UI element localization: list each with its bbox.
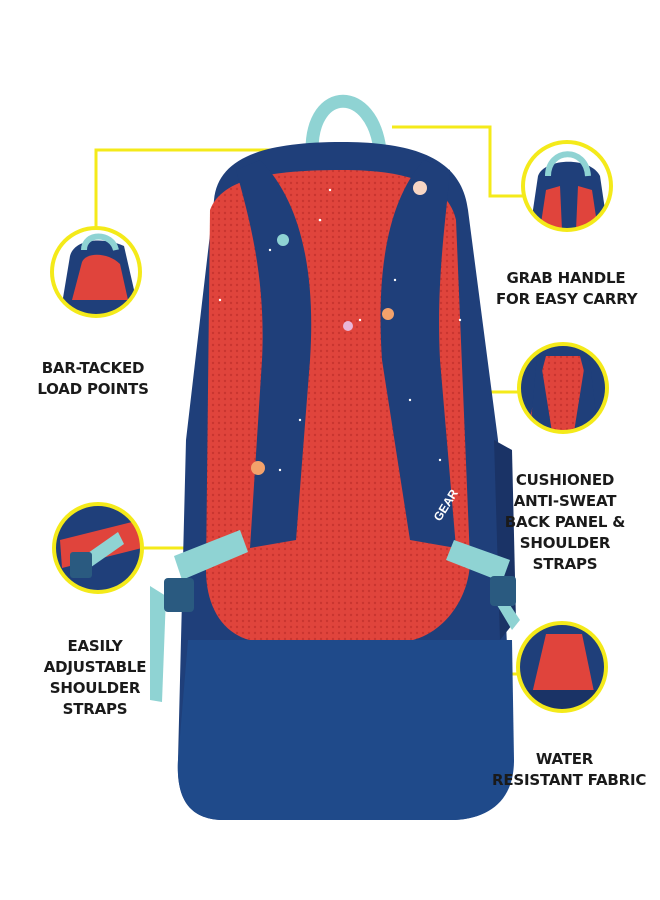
callout-text: STRAPS	[532, 555, 598, 573]
callout-text: SHOULDER	[519, 534, 611, 552]
callout-text: BAR-TACKED	[41, 359, 145, 377]
detail-back-panel	[517, 342, 609, 434]
callout-text: ADJUSTABLE	[43, 658, 147, 676]
callout-water-resistant: WATER RESISTANT FABRIC	[492, 749, 647, 791]
callout-text: GRAB HANDLE	[506, 269, 626, 287]
callout-back-panel: CUSHIONED ANTI-SWEAT BACK PANEL & SHOULD…	[500, 470, 630, 575]
callout-text: CUSHIONED	[515, 471, 615, 489]
callout-text: EASILY	[67, 637, 123, 655]
callout-text: FOR EASY CARRY	[496, 290, 638, 308]
callout-text: RESISTANT FABRIC	[492, 771, 647, 789]
callout-text: WATER	[535, 750, 594, 768]
detail-adjustable-straps	[52, 502, 144, 594]
backpack	[150, 94, 520, 820]
callout-text: SHOULDER	[49, 679, 141, 697]
callout-adjustable-straps: EASILY ADJUSTABLE SHOULDER STRAPS	[30, 636, 160, 720]
callout-grab-handle: GRAB HANDLE FOR EASY CARRY	[496, 268, 638, 310]
detail-grab-handle	[521, 140, 613, 232]
detail-load-points	[50, 226, 142, 318]
callout-load-points: BAR-TACKED LOAD POINTS	[28, 358, 158, 400]
detail-water-resistant	[516, 621, 608, 713]
callout-text: STRAPS	[62, 700, 128, 718]
callout-text: ANTI-SWEAT	[513, 492, 617, 510]
callout-text: LOAD POINTS	[37, 380, 149, 398]
callout-text: BACK PANEL &	[504, 513, 626, 531]
